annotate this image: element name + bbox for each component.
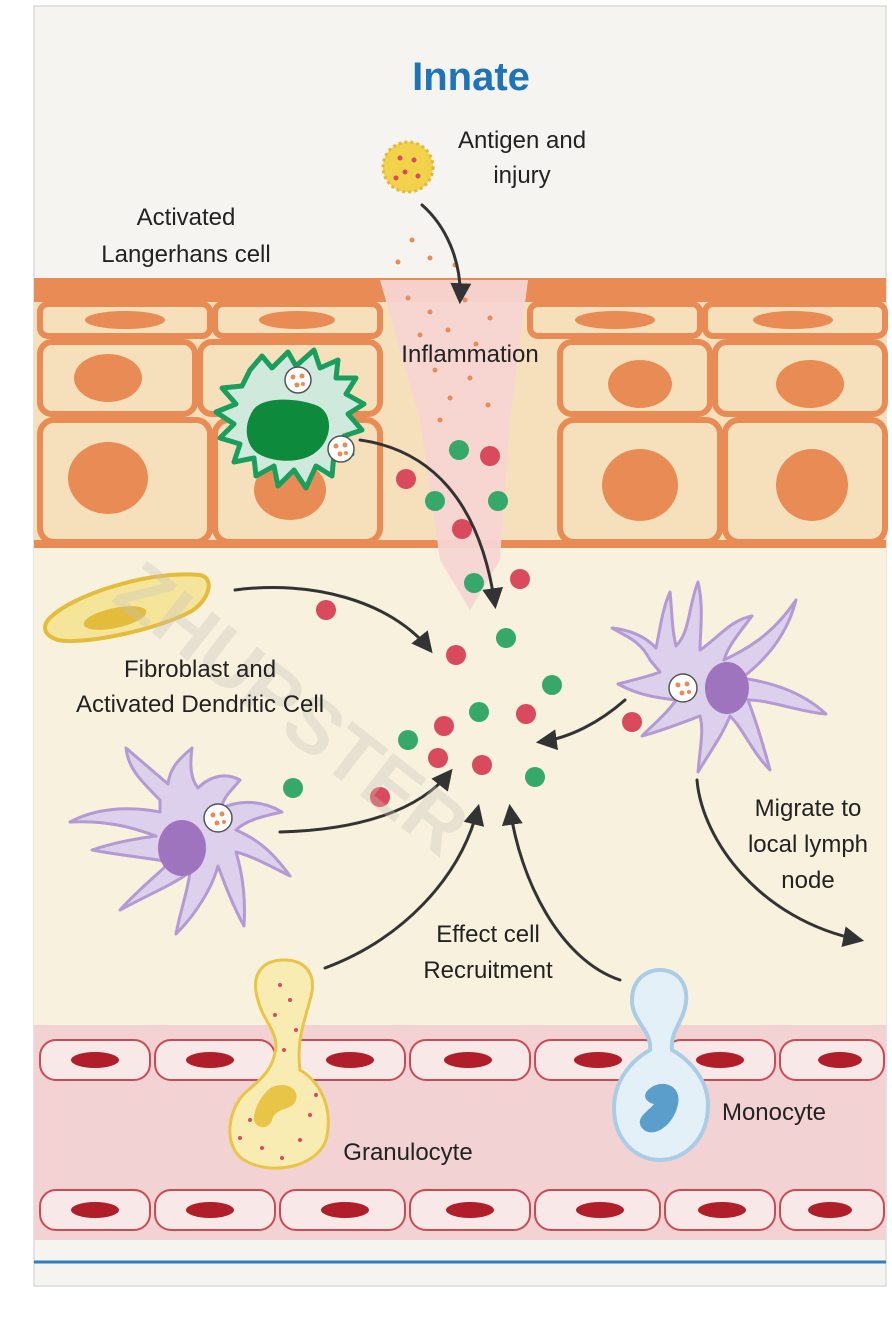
- langerhans-label-line2: Langerhans cell: [101, 241, 270, 268]
- blood-vessel: [34, 1025, 886, 1240]
- vessel-wall-top: [39, 1039, 885, 1081]
- page-title: Innate: [412, 55, 530, 99]
- dendritic-cell-left-icon: [68, 746, 292, 936]
- cytokine-dot: [434, 716, 454, 736]
- arrow-dendritic-right-to-center: [535, 698, 627, 751]
- cytokine-dot: [316, 600, 336, 620]
- arrow-fibroblast-to-center: [233, 586, 433, 654]
- monocyte-icon: [611, 967, 711, 1163]
- fibroblast-label-line2: Activated Dendritic Cell: [76, 691, 324, 718]
- cytokine-dot: [488, 491, 508, 511]
- cytokine-dot: [428, 748, 448, 768]
- cytokine-dot: [469, 702, 489, 722]
- cytokine-dot: [496, 628, 516, 648]
- dendritic-cell-right-icon: [610, 580, 828, 774]
- recruitment-label-line2: Recruitment: [423, 957, 553, 984]
- langerhans-label-line1: Activated: [137, 204, 236, 231]
- cytokine-dot: [464, 573, 484, 593]
- monocyte-label: Monocyte: [722, 1099, 826, 1126]
- cytokine-dot: [398, 730, 418, 750]
- fibroblast-label-line1: Fibroblast and: [124, 656, 276, 683]
- cytokine-dot: [283, 778, 303, 798]
- arrows: [233, 203, 865, 982]
- arrow-langerhans-to-center: [358, 438, 504, 610]
- epidermis-layer: [34, 278, 888, 548]
- cytokine-dot: [525, 767, 545, 787]
- inflammation-label: Inflammation: [401, 341, 538, 368]
- antigen-icon: [381, 140, 435, 194]
- recruitment-label-line1: Effect cell: [436, 921, 540, 948]
- cytokine-dot: [446, 645, 466, 665]
- cytokine-dot: [510, 569, 530, 589]
- cytokine-dot: [425, 491, 445, 511]
- granulocyte-icon: [228, 958, 330, 1170]
- skin-cell-row-top: [37, 301, 888, 339]
- cytokine-dot: [516, 704, 536, 724]
- arrow-antigen-to-inflammation: [420, 203, 472, 305]
- migrate-label-line1: Migrate to: [755, 795, 862, 822]
- cytokine-dot: [542, 675, 562, 695]
- arrow-granulocyte-recruitment: [323, 803, 485, 970]
- cytokine-dot: [452, 519, 472, 539]
- granulocyte-label: Granulocyte: [343, 1139, 472, 1166]
- vessel-wall-bottom: [39, 1189, 885, 1231]
- cytokine-dot: [480, 446, 500, 466]
- cytokine-dot: [472, 755, 492, 775]
- cytokine-dot: [449, 440, 469, 460]
- cytokine-dot: [370, 787, 390, 807]
- arrow-dendritic-left-to-center: [278, 768, 453, 834]
- cytokine-dots: [283, 440, 642, 807]
- migrate-label-line3: node: [781, 867, 834, 894]
- arrow-migrate-lymph-node: [695, 778, 865, 947]
- antigen-label-line1: Antigen and: [458, 127, 586, 154]
- cytokine-dot: [622, 712, 642, 732]
- cytokine-dot: [396, 469, 416, 489]
- antigen-label-line2: injury: [493, 162, 550, 189]
- arrow-monocyte-recruitment: [501, 803, 622, 982]
- fibroblast-icon: [43, 572, 211, 644]
- langerhans-cell-icon: [213, 347, 367, 491]
- migrate-label-line2: local lymph: [748, 831, 868, 858]
